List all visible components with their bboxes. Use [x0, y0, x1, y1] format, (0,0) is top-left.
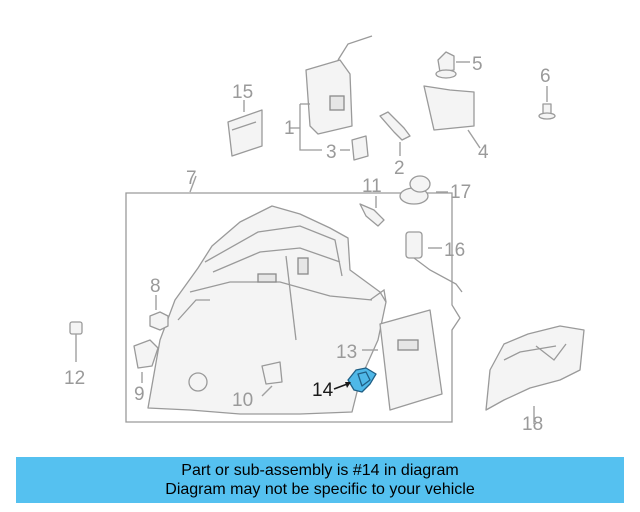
callout-9: 9 [134, 384, 145, 405]
part-18-wheel-housing [485, 325, 585, 424]
cover-slot [397, 339, 419, 351]
panel-round-hole [188, 372, 208, 392]
callout-11: 11 [362, 176, 382, 197]
part-5-clip [435, 51, 470, 79]
quarter-trim-panel [147, 205, 387, 415]
callout-14: 14 [312, 380, 334, 401]
part-10-clip [261, 361, 283, 397]
part-7-group-frame [125, 192, 461, 423]
panel-slot-right [297, 257, 309, 275]
callout-1: 1 [284, 118, 295, 139]
part-4-panel [423, 85, 481, 149]
callout-15: 15 [232, 82, 253, 103]
part-17-cap [399, 175, 448, 205]
callout-5: 5 [472, 54, 483, 75]
part-1-access-panel [290, 35, 373, 151]
part-7-leader [189, 175, 197, 193]
callout-4: 4 [478, 142, 489, 163]
part-3-small-panel [340, 135, 369, 161]
part-11-screw [359, 196, 385, 227]
callout-8: 8 [150, 276, 161, 297]
callout-18: 18 [522, 414, 543, 435]
panel-slot-left [257, 273, 277, 283]
callout-12: 12 [64, 368, 85, 389]
banner-disclaimer: Diagram may not be specific to your vehi… [165, 481, 475, 498]
part-14-highlighted-cap [333, 367, 377, 393]
callout-2: 2 [394, 158, 405, 179]
info-banner: Part or sub-assembly is #14 in diagram D… [16, 457, 624, 503]
callout-13: 13 [336, 342, 357, 363]
exploded-parts-diagram: 1 2 3 4 5 6 7 8 9 10 11 12 13 14 15 16 1… [64, 35, 585, 435]
part-2-screw [379, 111, 411, 156]
part-15-bracket [227, 100, 263, 157]
callout-10: 10 [232, 390, 253, 411]
part-6-clip [538, 86, 556, 120]
part-12-push-pin [69, 321, 83, 362]
callout-6: 6 [540, 66, 551, 87]
part-16-socket [405, 231, 463, 293]
callout-7: 7 [186, 168, 197, 189]
callout-17: 17 [450, 182, 471, 203]
part-8-clip [149, 295, 169, 331]
part-9-bracket [133, 339, 159, 383]
callout-3: 3 [326, 142, 337, 163]
panel-latch [329, 95, 345, 111]
callout-16: 16 [444, 240, 465, 261]
banner-part-note: Part or sub-assembly is #14 in diagram [181, 462, 459, 479]
part-13-cover [362, 309, 443, 411]
